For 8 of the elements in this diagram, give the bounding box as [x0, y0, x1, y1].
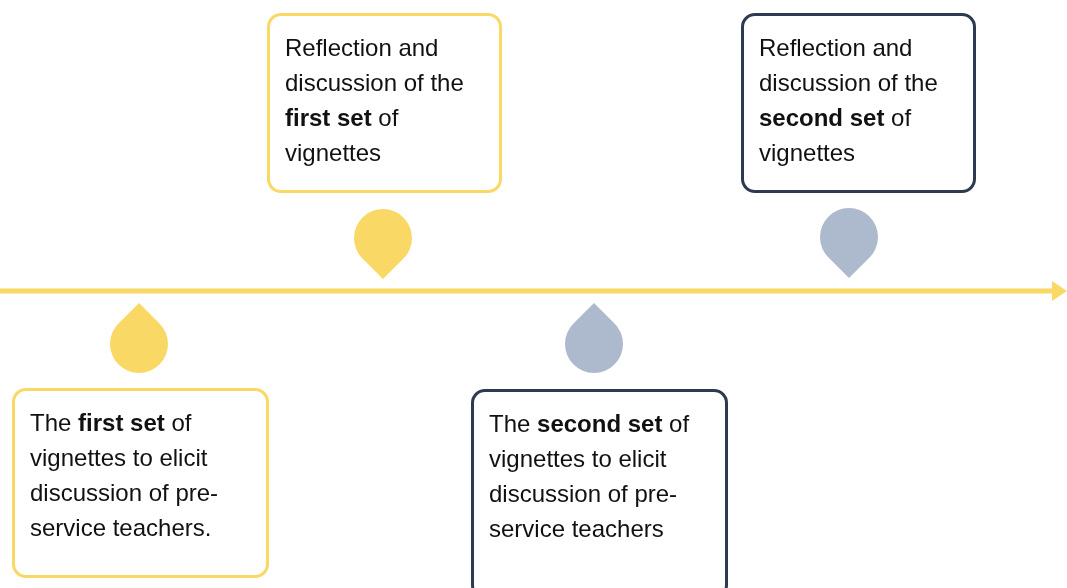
event-box [12, 388, 269, 578]
event-text: Reflection and discussion of the first set of vignettes [285, 33, 465, 168]
event-box [267, 13, 502, 193]
event-box [741, 13, 976, 193]
event-box [471, 389, 728, 588]
event-text: Reflection and discussion of the second set of vignettes [759, 33, 939, 168]
event-text: The first set of vignettes to elicit discussion of pre-service teachers. [30, 408, 220, 543]
event-text: The second set of vignettes to elicit discussion of pre-service teachers [489, 409, 691, 544]
